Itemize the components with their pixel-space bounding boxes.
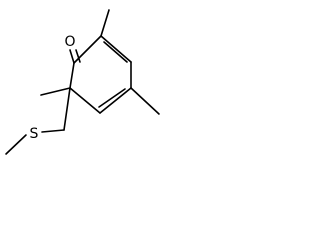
bond-c4-methyl — [130, 87, 160, 115]
bond-c6-c1 — [69, 62, 75, 89]
bond-c6-ch2 — [63, 87, 71, 131]
bond-c4-c5-double — [98, 88, 126, 108]
sulfur-atom-label: S — [30, 126, 39, 142]
bond-c2-c3 — [100, 35, 132, 63]
bond-c2-methyl — [100, 9, 110, 37]
bond-c5-c6 — [69, 87, 101, 114]
bond-sulfur-methyl — [5, 134, 27, 155]
bond-ch2-sulfur — [41, 129, 65, 133]
bond-c1-c2 — [73, 35, 102, 64]
oxygen-atom-label: O — [64, 34, 75, 50]
bond-c1-oxygen-double — [75, 49, 81, 63]
bond-c6-methyl — [40, 87, 71, 96]
molecule-structure-diagram: O S — [5, 9, 160, 155]
bond-c4-c5 — [99, 87, 132, 114]
bond-c2-c3-double — [103, 41, 128, 63]
bond-c1-oxygen — [69, 49, 75, 64]
